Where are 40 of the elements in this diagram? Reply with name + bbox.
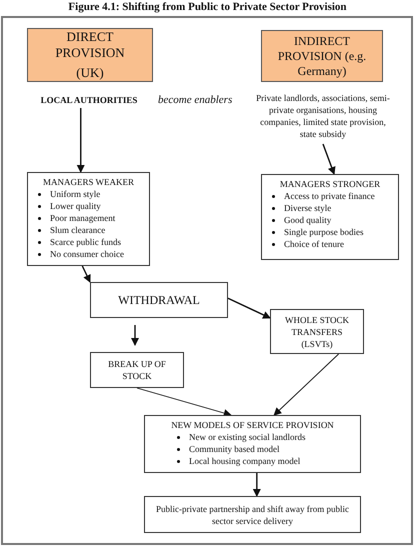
box-heading: MANAGERS STRONGER: [278, 178, 382, 190]
list-item: Scarce public funds: [50, 236, 145, 248]
provider-text: Private landlords, associations, semi-private organisations, housing companies, limited state provision, state subsidy: [254, 92, 392, 144]
arrow: [273, 354, 340, 416]
process-box: Public-private partnership and shift away from public sector service delivery: [144, 496, 361, 533]
list-item: New or existing social landlords: [189, 431, 356, 443]
list-item: Local housing company model: [189, 455, 356, 467]
arrow: [76, 108, 85, 173]
process-box: [261, 174, 399, 260]
authority-heading: LOCAL AUTHORITIES: [30, 94, 148, 108]
box-heading: MANAGERS WEAKER: [42, 176, 136, 188]
provision-box: INDIRECT PROVISION (e.g. Germany): [261, 30, 383, 82]
annotation-text: become enablers: [158, 94, 232, 106]
arrow: [131, 325, 139, 346]
arrow: [136, 388, 232, 417]
box-text: DIRECT PROVISION: [54, 29, 126, 61]
process-box: WITHDRAWAL: [90, 282, 228, 318]
list-item: Diverse style: [284, 202, 394, 214]
list-item: Poor management: [50, 212, 145, 224]
arrow: [252, 473, 261, 497]
provision-box: [27, 28, 153, 82]
list-item: Lower quality: [50, 200, 145, 212]
list-item: Good quality: [284, 214, 394, 226]
box-text: (UK): [75, 65, 105, 81]
list-item: Slum clearance: [50, 224, 145, 236]
arrow: [228, 298, 271, 319]
list-item: Access to private finance: [284, 190, 394, 202]
box-heading: NEW MODELS OF SERVICE PROVISION: [170, 419, 335, 431]
arrow: [82, 266, 91, 283]
list-item: No consumer choice: [50, 248, 145, 260]
process-box: [27, 172, 150, 266]
list-item: Single purpose bodies: [284, 226, 394, 238]
process-box: BREAK UP OF STOCK: [90, 352, 184, 388]
process-box: [144, 415, 361, 473]
list-item: Choice of tenure: [284, 238, 394, 250]
process-box: WHOLE STOCK TRANSFERS (LSVTs): [270, 309, 364, 354]
figure-title: Figure 4.1: Shifting from Public to Private Sector Provision: [67, 0, 348, 14]
arrow: [322, 144, 336, 175]
list-item: Uniform style: [50, 188, 145, 200]
list-item: Community based model: [189, 443, 356, 455]
